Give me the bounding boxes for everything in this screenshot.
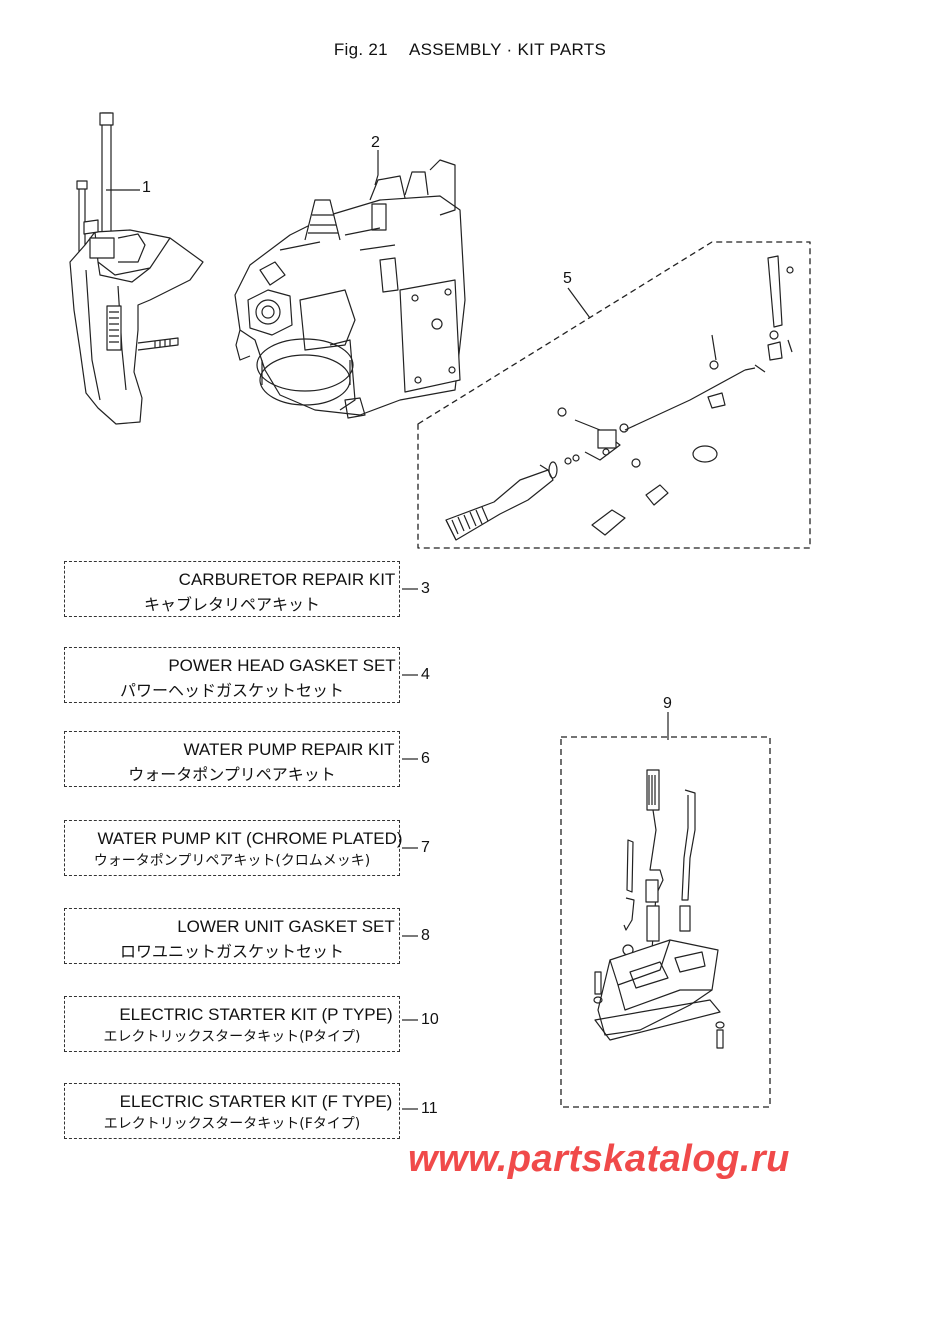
kit-name-en: CARBURETOR REPAIR KIT bbox=[178, 570, 396, 589]
kit-name-jp: エレクトリックスタータキット(Pタイプ) bbox=[103, 1029, 361, 1045]
kit-box-water-pump-repair: WATER PUMP REPAIR KIT ウォータポンプリペアキット bbox=[64, 731, 400, 787]
kit-name-jp: キャブレタリペアキット bbox=[143, 595, 320, 614]
kit-name-en: POWER HEAD GASKET SET bbox=[168, 656, 396, 675]
kit-box-water-pump-chrome: WATER PUMP KIT (CHROME PLATED) ウォータポンプリペ… bbox=[64, 820, 403, 876]
kit-box-starter-f: ELECTRIC STARTER KIT (F TYPE) エレクトリックスター… bbox=[64, 1083, 400, 1139]
power-head-drawing bbox=[234, 159, 466, 419]
kit-number-3: 3 bbox=[421, 580, 430, 597]
kit-name-en: ELECTRIC STARTER KIT (P TYPE) bbox=[119, 1005, 393, 1024]
kit-name-en: WATER PUMP REPAIR KIT bbox=[183, 740, 395, 759]
driveshaft-housing-drawing bbox=[593, 769, 725, 1049]
leader-2 bbox=[374, 150, 379, 186]
kit-box-lower-unit-gasket: LOWER UNIT GASKET SET ロワユニットガスケットセット bbox=[64, 908, 400, 964]
kit-box-carburetor: CARBURETOR REPAIR KIT キャブレタリペアキット bbox=[64, 561, 400, 617]
kit-name-jp: ウォータポンプリペアキット bbox=[128, 765, 336, 784]
leader-5 bbox=[567, 287, 591, 319]
kit-number-6: 6 bbox=[421, 750, 430, 767]
driveshaft-kit-frame bbox=[560, 736, 771, 1108]
kit-name-en: LOWER UNIT GASKET SET bbox=[177, 917, 395, 936]
kit-number-4: 4 bbox=[421, 666, 430, 683]
kit-name-jp: パワーヘッドガスケットセット bbox=[119, 681, 344, 700]
kit-box-starter-p: ELECTRIC STARTER KIT (P TYPE) エレクトリックスター… bbox=[64, 996, 400, 1052]
kit-name-jp: ウォータポンプリペアキット(クロムメッキ) bbox=[93, 853, 371, 869]
figure-title: Fig. 21 ASSEMBLY · KIT PARTS bbox=[0, 40, 940, 60]
tiller-handle-drawing bbox=[445, 255, 794, 541]
kit-number-7: 7 bbox=[421, 839, 430, 856]
kit-name-en: WATER PUMP KIT (CHROME PLATED) bbox=[97, 829, 403, 848]
kit-name-jp: エレクトリックスタータキット(Fタイプ) bbox=[103, 1116, 361, 1132]
figure-heading: ASSEMBLY · KIT PARTS bbox=[408, 40, 607, 59]
kit-number-10: 10 bbox=[421, 1011, 439, 1028]
callout-5: 5 bbox=[563, 270, 572, 287]
lower-unit-drawing bbox=[69, 112, 204, 425]
watermark-text: www.partskatalog.ru bbox=[408, 1138, 790, 1180]
kit-name-jp: ロワユニットガスケットセット bbox=[119, 942, 344, 961]
callout-2: 2 bbox=[371, 134, 380, 151]
callout-9: 9 bbox=[663, 695, 672, 712]
kit-number-8: 8 bbox=[421, 927, 430, 944]
callout-1: 1 bbox=[142, 179, 151, 196]
kit-name-en: ELECTRIC STARTER KIT (F TYPE) bbox=[119, 1092, 393, 1111]
kit-number-11: 11 bbox=[421, 1100, 438, 1117]
kit-box-power-head-gasket: POWER HEAD GASKET SET パワーヘッドガスケットセット bbox=[64, 647, 400, 703]
tiller-kit-frame bbox=[417, 241, 811, 549]
figure-number: Fig. 21 bbox=[333, 40, 388, 59]
